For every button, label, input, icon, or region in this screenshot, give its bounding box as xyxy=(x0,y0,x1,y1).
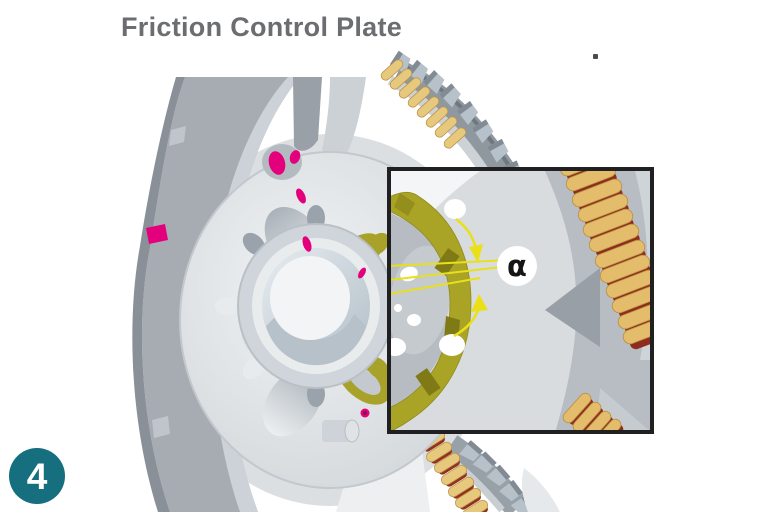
stud xyxy=(322,419,360,443)
step-number-label: 4 xyxy=(26,455,48,497)
inset-border xyxy=(387,167,654,434)
alpha-label: α xyxy=(507,249,527,283)
page-title: Friction Control Plate xyxy=(121,12,403,42)
arc-spring-bottom xyxy=(418,429,489,512)
cover-bracket xyxy=(293,77,322,151)
alpha-callout: α xyxy=(497,246,537,286)
inset-detail-box: α xyxy=(387,167,654,434)
inset-arc-spring xyxy=(559,171,650,350)
inset-arc-spring-lower xyxy=(562,392,624,430)
hub-bore xyxy=(215,205,417,407)
artifact-dot xyxy=(593,54,598,59)
arc-spring-top xyxy=(380,59,467,149)
step-number-badge: 4 xyxy=(9,448,65,504)
inset-friction-plate xyxy=(391,191,472,430)
angle-annotation xyxy=(391,218,511,338)
cover-band xyxy=(322,77,366,166)
magenta-markers xyxy=(146,144,370,418)
